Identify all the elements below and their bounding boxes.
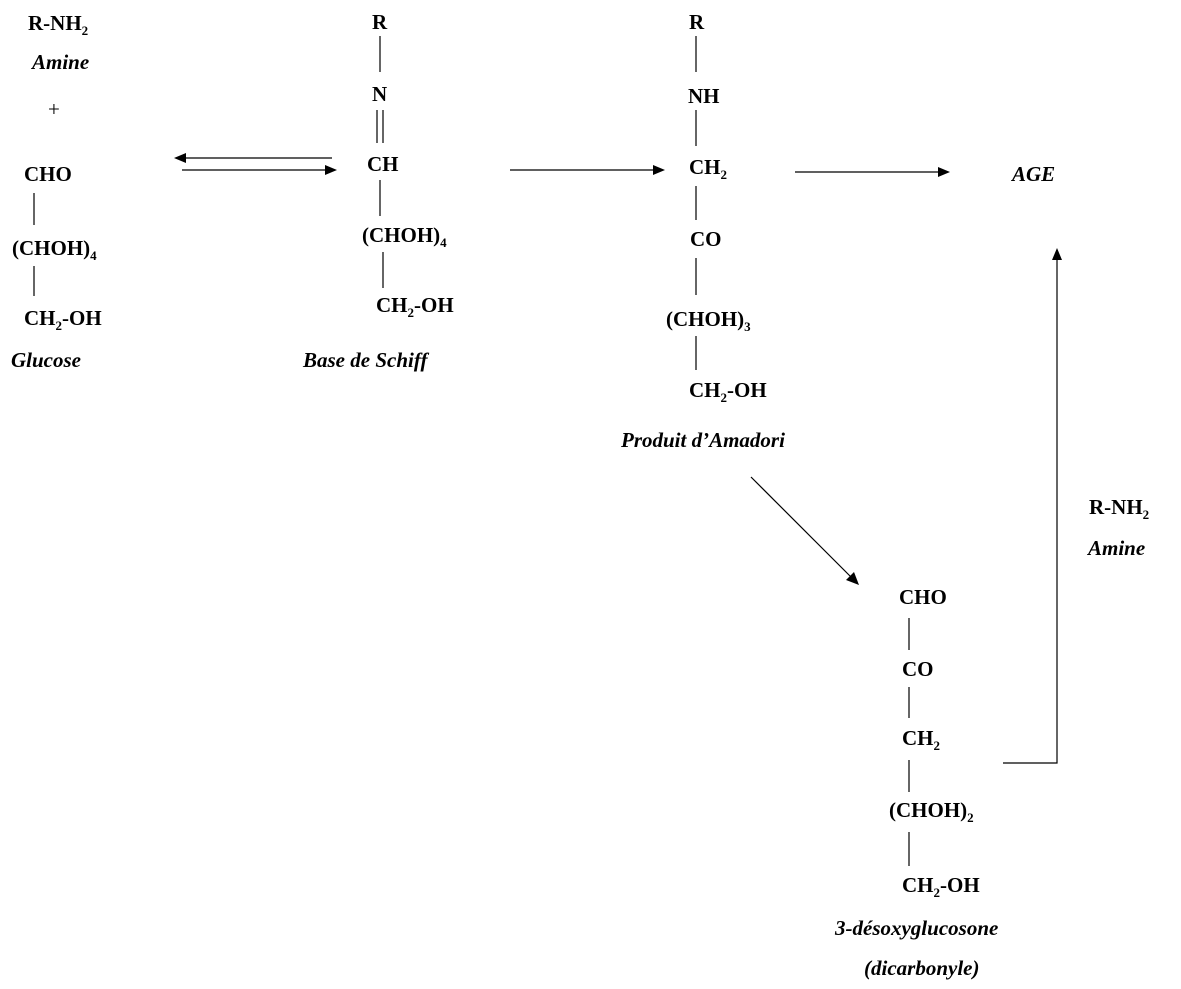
amadori-chain: (CHOH)3 xyxy=(666,307,751,334)
schiff-n: N xyxy=(372,82,388,106)
schiff-r: R xyxy=(372,10,388,34)
amadori-r: R xyxy=(689,10,705,34)
schiff-ch: CH xyxy=(367,152,399,176)
arrow-amadori-age-head xyxy=(938,167,950,177)
arrow-amadori-dicarbonyl-line xyxy=(750,476,853,579)
amine-side-formula: R-NH2 xyxy=(1089,495,1150,522)
amadori-label: Produit d’Amadori xyxy=(621,428,785,452)
dicarbonyl-label: 3-désoxyglucosone xyxy=(835,916,999,940)
glucose-chain: (CHOH)4 xyxy=(12,236,97,263)
arrow-dicarbonyl-age-head xyxy=(1052,248,1062,260)
plus-sign: + xyxy=(48,97,60,121)
equilibrium-reverse-head xyxy=(174,153,186,163)
glucose-label: Glucose xyxy=(11,348,81,372)
arrow-schiff-amadori-head xyxy=(653,165,665,175)
amadori-ch2oh: CH2-OH xyxy=(689,378,767,405)
glucose-cho: CHO xyxy=(24,162,72,186)
schiff-chain: (CHOH)4 xyxy=(362,223,447,250)
equilibrium-forward-head xyxy=(325,165,337,175)
amadori-co: CO xyxy=(690,227,722,251)
dicarbonyl-label-2: (dicarbonyle) xyxy=(864,956,980,980)
dicarbonyl-chain: (CHOH)2 xyxy=(889,798,974,825)
amadori-nh: NH xyxy=(688,84,720,108)
arrow-dicarbonyl-age-line xyxy=(1003,258,1058,764)
glucose-ch2oh: CH2-OH xyxy=(24,306,102,333)
dicarbonyl-ch2oh: CH2-OH xyxy=(902,873,980,900)
dicarbonyl-ch2: CH2 xyxy=(902,726,940,753)
dicarbonyl-co: CO xyxy=(902,657,934,681)
amine-label: Amine xyxy=(32,50,90,74)
arrow-amadori-dicarbonyl-head xyxy=(846,572,859,585)
amine-side-label: Amine xyxy=(1088,536,1146,560)
schiff-ch2oh: CH2-OH xyxy=(376,293,454,320)
dicarbonyl-cho: CHO xyxy=(899,585,947,609)
age-label: AGE xyxy=(1012,162,1056,186)
amadori-ch2: CH2 xyxy=(689,155,727,182)
amine-formula: R-NH2 xyxy=(28,11,89,38)
schiff-label: Base de Schiff xyxy=(303,348,428,372)
